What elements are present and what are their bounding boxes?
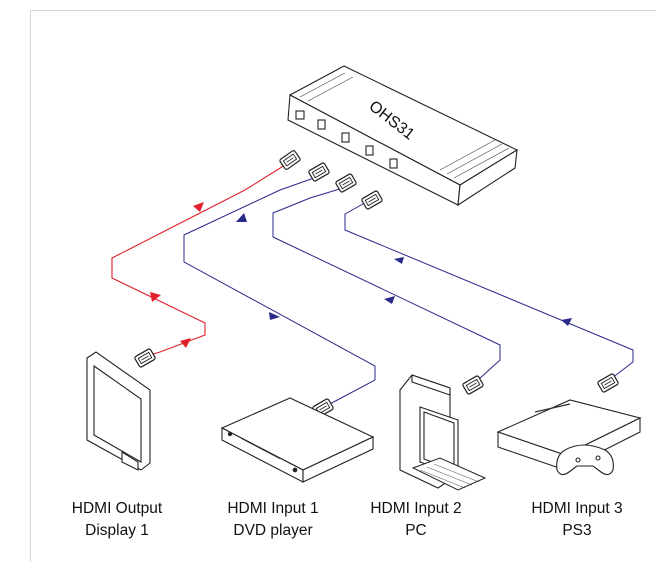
device-label-dvd: HDMI Input 1 DVD player — [198, 498, 348, 542]
monitor-icon — [86, 351, 151, 471]
input-cable-1 — [183, 177, 376, 406]
input-cable-2 — [272, 187, 501, 381]
hdmi-plug-icon — [133, 149, 620, 419]
device-label-subtitle: Display 1 — [85, 522, 149, 539]
device-label-title: HDMI Input 2 — [370, 500, 462, 517]
keyboard-icon — [411, 457, 487, 491]
device-label-title: HDMI Output — [71, 500, 163, 517]
device-label-title: HDMI Input 1 — [227, 500, 319, 517]
dvd-player-icon — [220, 397, 375, 483]
hdmi-switch-box-icon — [287, 65, 519, 207]
arrow-icon — [236, 213, 572, 326]
device-label-subtitle: DVD player — [233, 522, 313, 539]
device-label-subtitle: PS3 — [562, 522, 592, 539]
device-label-pc: HDMI Input 2 PC — [341, 498, 491, 542]
output-cable — [111, 164, 286, 356]
input-cable-3 — [344, 199, 634, 379]
device-label-subtitle: PC — [405, 522, 427, 539]
gamepad-icon — [556, 444, 614, 476]
arrow-icon — [150, 202, 204, 348]
figure-frame — [30, 10, 656, 562]
device-label-title: HDMI Input 3 — [531, 500, 623, 517]
device-label-ps3: HDMI Input 3 PS3 — [502, 498, 652, 542]
device-label-display: HDMI Output Display 1 — [42, 498, 192, 542]
